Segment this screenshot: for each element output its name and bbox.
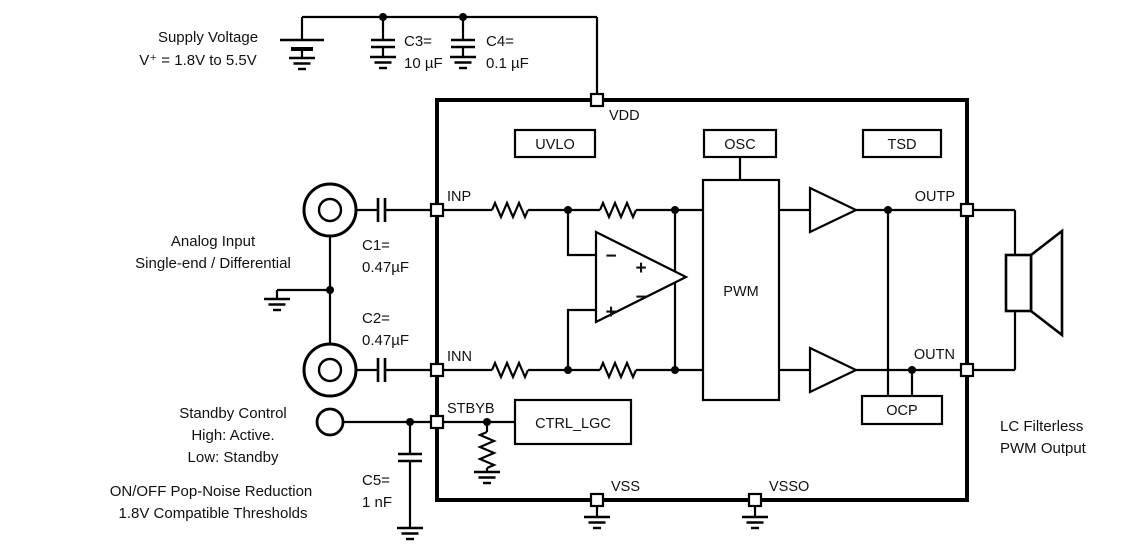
pin-vsso-label: VSSO	[769, 479, 809, 495]
rca-jack-inn-inner	[317, 357, 343, 383]
output-buffer-top	[808, 186, 859, 234]
pin-stbyb	[429, 414, 445, 430]
c2-value: 0.47µF	[362, 332, 409, 349]
speaker-output-section: LC Filterless PWM Output	[973, 208, 1087, 457]
block-osc	[702, 128, 778, 159]
junction-dot	[406, 418, 414, 426]
pin-inp	[429, 202, 445, 218]
block-tsd	[861, 128, 943, 159]
junction-dot	[671, 366, 679, 374]
junction-dot	[908, 366, 916, 374]
c2-label: C2=	[362, 310, 390, 327]
block-pwm	[701, 178, 781, 402]
standby-caption-3: Low: Standby	[188, 449, 279, 466]
block-uvlo	[513, 128, 597, 159]
supply-section: Supply Voltage V⁺ = 1.8V to 5.5V C3= 10 …	[139, 13, 599, 94]
junction-dot	[379, 13, 387, 21]
capacitor-c1-symbol	[376, 196, 387, 224]
ground-symbol-battery	[287, 56, 317, 71]
c4-label: C4=	[486, 33, 514, 50]
vdd-rail-wire	[300, 15, 599, 94]
analog-input-section: C1= 0.47µF C2= 0.47µF Analog Input Singl…	[135, 182, 431, 398]
block-pwm-label: PWM	[723, 284, 758, 300]
analog-input-caption-1: Analog Input	[171, 233, 256, 250]
standby-section: C5= 1 nF Standby Control High: Active. L…	[110, 405, 431, 541]
bottom-grounds	[582, 506, 770, 530]
pin-vdd	[589, 92, 605, 108]
function-blocks: UVLO OSC TSD PWM CTRL_LGC OCP	[513, 128, 944, 446]
block-ctrl-lgc-label: CTRL_LGC	[535, 416, 611, 432]
block-uvlo-label: UVLO	[535, 137, 575, 153]
standby-caption-1: Standby Control	[179, 405, 287, 422]
pin-outp	[959, 202, 975, 218]
block-tsd-label: TSD	[888, 137, 917, 153]
speaker-driver	[1004, 253, 1033, 313]
ic-pins: VDD INP INN STBYB OUTP OUTN VSS VSSO	[429, 92, 975, 508]
opamp-input-bottom-sign: +	[605, 302, 616, 323]
block-ctrl-lgc	[513, 398, 633, 446]
internal-wires	[443, 157, 961, 485]
c5-value: 1 nF	[362, 494, 392, 511]
junction-dot	[564, 366, 572, 374]
capacitor-c2-symbol	[376, 356, 387, 384]
junction-dot	[483, 418, 491, 426]
block-ocp	[860, 394, 944, 426]
junction-dot	[564, 206, 572, 214]
junction-dot	[459, 13, 467, 21]
battery-symbol	[280, 38, 324, 51]
c3-label: C3=	[404, 33, 432, 50]
pin-vss	[589, 492, 605, 508]
ground-symbol-c3	[368, 55, 398, 70]
pin-outn	[959, 362, 975, 378]
opamp-output-bottom-sign: −	[635, 287, 646, 308]
pin-vdd-label: VDD	[609, 108, 640, 124]
ground-symbol-vsso	[740, 515, 770, 530]
supply-voltage-range: V⁺ = 1.8V to 5.5V	[139, 52, 257, 69]
differential-opamp-symbol: − + + −	[594, 230, 689, 324]
pin-vss-label: VSS	[611, 479, 640, 495]
supply-voltage-title: Supply Voltage	[158, 29, 258, 46]
junction-dot	[671, 206, 679, 214]
output-caption-2: PWM Output	[1000, 440, 1087, 457]
output-caption-1: LC Filterless	[1000, 418, 1083, 435]
speaker-horn	[1029, 228, 1064, 338]
ground-symbol-input	[262, 297, 292, 312]
ground-symbol-c4	[448, 55, 478, 70]
standby-jack	[315, 407, 345, 437]
analog-input-caption-2: Single-end / Differential	[135, 255, 291, 272]
c3-value: 10 µF	[404, 55, 443, 72]
opamp-output-top-sign: +	[635, 258, 646, 279]
block-osc-label: OSC	[724, 137, 755, 153]
popnoise-note-1: ON/OFF Pop-Noise Reduction	[110, 483, 313, 500]
ground-symbol-c5	[395, 526, 425, 541]
opamp-input-top-sign: −	[605, 246, 616, 267]
capacitor-c3-symbol	[369, 38, 397, 49]
standby-caption-2: High: Active.	[191, 427, 274, 444]
c1-value: 0.47µF	[362, 259, 409, 276]
popnoise-note-2: 1.8V Compatible Thresholds	[119, 505, 308, 522]
c4-value: 0.1 µF	[486, 55, 529, 72]
pin-outp-label: OUTP	[915, 189, 955, 205]
opamp-connection-wires	[566, 210, 677, 370]
capacitor-c5-symbol	[396, 452, 424, 463]
rca-jack-inp-inner	[317, 197, 343, 223]
pin-stbyb-label: STBYB	[447, 401, 495, 417]
junction-dot	[884, 206, 892, 214]
capacitor-c4-symbol	[449, 38, 477, 49]
pin-inn	[429, 362, 445, 378]
ground-symbol-vss	[582, 515, 612, 530]
pin-outn-label: OUTN	[914, 347, 955, 363]
pin-inn-label: INN	[447, 349, 472, 365]
c5-label: C5=	[362, 472, 390, 489]
junction-dot	[326, 286, 334, 294]
pin-vsso	[747, 492, 763, 508]
pin-inp-label: INP	[447, 189, 471, 205]
c1-label: C1=	[362, 237, 390, 254]
block-ocp-label: OCP	[886, 403, 917, 419]
output-buffer-bottom	[808, 346, 859, 394]
